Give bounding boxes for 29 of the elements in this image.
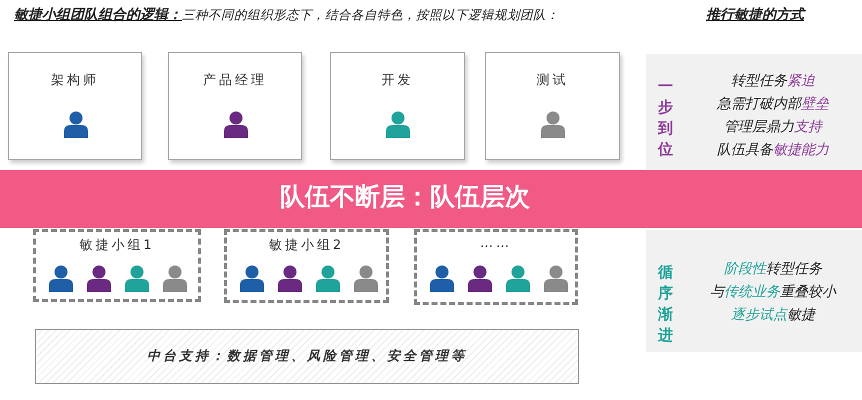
role-card bbox=[168, 52, 302, 160]
banner-text: 队伍不断层：队伍层次 bbox=[280, 181, 530, 213]
method-text: 管理层鼎力支持 bbox=[723, 118, 824, 136]
team-group-box bbox=[414, 229, 578, 305]
method-text: 急需打破内部壁垒 bbox=[716, 95, 830, 113]
heading-text: 敏捷小组团队组合的逻辑：三种不同的组织形态下，结合各自特色，按照以下逻辑规划团队： bbox=[14, 6, 559, 24]
method-text: 队伍具备敏捷能力 bbox=[716, 141, 830, 159]
method-text: 逐步试点敏捷 bbox=[730, 306, 817, 324]
team-group-box bbox=[33, 229, 201, 302]
role-title: 架构师 bbox=[50, 72, 100, 89]
role-title: 开发 bbox=[380, 72, 414, 89]
role-card bbox=[8, 52, 142, 160]
method-text: 与传统业务重叠较小 bbox=[709, 283, 838, 301]
method-text: 阶段性转型任务 bbox=[723, 260, 824, 278]
role-card bbox=[330, 52, 465, 160]
panel-heading: 推行敏捷的方式 bbox=[706, 6, 804, 24]
support-text: 中台支持：数据管理、风险管理、安全管理等 bbox=[146, 348, 468, 365]
role-title: 产品经理 bbox=[202, 72, 268, 89]
support-panel bbox=[35, 329, 579, 384]
group-title: 敏捷小组2 bbox=[268, 237, 346, 254]
team-group-box bbox=[224, 229, 389, 303]
vertical-heading: 一步到位 bbox=[658, 76, 674, 160]
role-card bbox=[485, 52, 620, 160]
role-title: 测试 bbox=[536, 72, 570, 89]
group-title: …… bbox=[479, 236, 513, 251]
vertical-heading: 循序渐进 bbox=[658, 262, 674, 346]
method-panel bbox=[646, 54, 862, 170]
group-title: 敏捷小组1 bbox=[78, 237, 156, 254]
method-text: 转型任务紧迫 bbox=[730, 72, 816, 90]
